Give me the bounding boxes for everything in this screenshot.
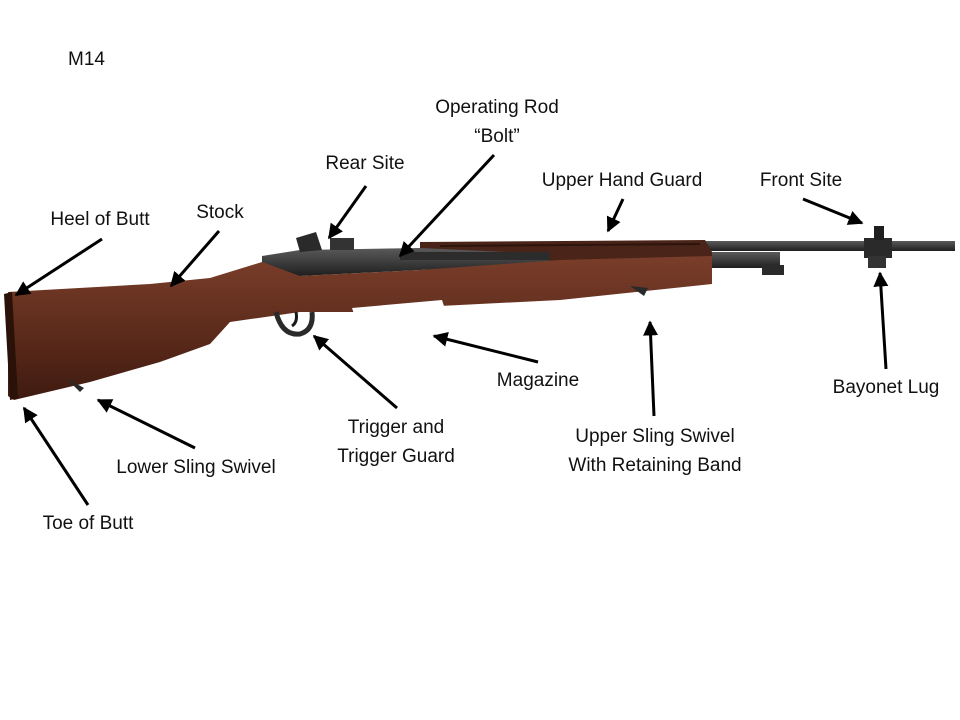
rear-sight-shape [296,232,322,252]
arrow-toe-of-butt [24,408,88,505]
arrow-heel-of-butt [16,239,102,295]
label-bayonet-lug: Bayonet Lug [833,373,940,402]
stock-shape [8,256,712,400]
flash-suppressor [864,238,892,258]
arrow-bayonet-lug [880,273,886,369]
label-toe-of-butt: Toe of Butt [43,509,134,538]
label-upper-sling-swivel: Upper Sling Swivel With Retaining Band [568,422,741,480]
arrow-rear-site [329,186,366,238]
label-trigger-guard: Trigger and Trigger Guard [337,413,455,471]
arrow-upper-sling-swivel [650,322,654,416]
label-upper-hand-guard: Upper Hand Guard [542,166,703,195]
front-sight-post [874,226,884,240]
label-front-site: Front Site [760,166,842,195]
arrow-operating-rod [400,155,494,256]
arrow-trigger-guard [314,336,397,408]
gas-cylinder-tip [762,265,784,275]
label-rear-site: Rear Site [325,149,404,178]
label-heel-of-butt: Heel of Butt [50,205,149,234]
barrel [700,241,955,251]
label-magazine: Magazine [497,366,579,395]
diagram-title: M14 [68,45,105,74]
arrow-upper-hand-guard [608,199,623,231]
trigger-shape [292,312,297,326]
label-operating-rod: Operating Rod “Bolt” [435,93,559,151]
rear-sight-aperture [330,238,354,250]
bayonet-lug-shape [868,256,886,268]
arrow-lower-sling-swivel [98,400,195,448]
arrow-magazine [434,336,538,362]
operating-rod-shape [400,252,550,260]
label-stock: Stock [196,198,244,227]
label-lower-sling-swivel: Lower Sling Swivel [116,453,275,482]
arrow-front-site [803,199,862,223]
